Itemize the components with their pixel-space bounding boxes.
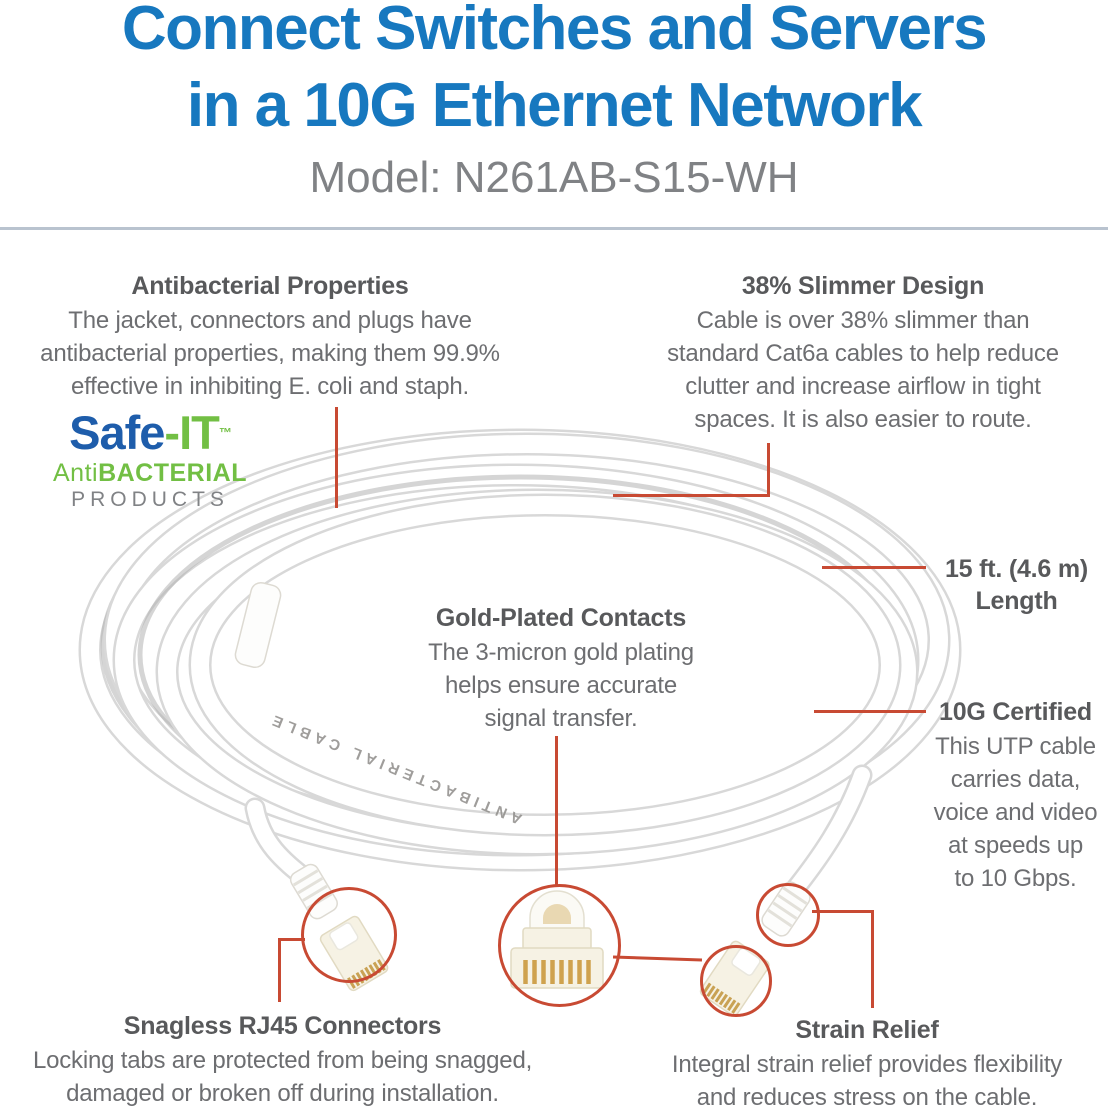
- feature-slimmer-line: spaces. It is also easier to route.: [694, 406, 1032, 433]
- callout-line-strain-vertical: [871, 910, 874, 1008]
- logo-products-line: PRODUCTS: [71, 488, 229, 511]
- callout-line-strain-horizontal: [812, 910, 874, 913]
- cable-wrap-band: [234, 581, 282, 669]
- feature-length-line: 15 ft. (4.6 m): [944, 555, 1089, 583]
- callout-line-snagless-vertical: [278, 938, 281, 1002]
- logo-text-bacterial: BACTERIAL: [98, 459, 248, 487]
- logo-text-anti: Anti: [52, 459, 99, 487]
- feature-length: 15 ft. (4.6 m) Length: [925, 553, 1108, 617]
- feature-strain-title: Strain Relief: [795, 1016, 939, 1044]
- feature-10g-line: voice and video: [933, 799, 1098, 826]
- safe-it-logo: Safe-IT™ AntiBACTERIAL PRODUCTS: [28, 408, 272, 512]
- page-title-line2: in a 10G Ethernet Network: [186, 71, 923, 140]
- feature-strain-relief: Strain Relief Integral strain relief pro…: [628, 1015, 1106, 1114]
- feature-gold-line: signal transfer.: [484, 705, 638, 732]
- page-title-line1: Connect Switches and Servers: [121, 0, 988, 63]
- feature-10g-certified: 10G Certified This UTP cable carries dat…: [923, 697, 1108, 895]
- callout-circle-center-connector: [498, 884, 621, 1007]
- logo-text-safe: Safe: [69, 406, 165, 459]
- callout-line-length: [822, 566, 926, 569]
- callout-circle-left-connector: [301, 887, 397, 983]
- feature-antibacterial-line: The jacket, connectors and plugs have: [68, 307, 472, 334]
- feature-snagless-line: Locking tabs are protected from being sn…: [32, 1047, 533, 1074]
- feature-gold-contacts: Gold-Plated Contacts The 3-micron gold p…: [396, 603, 726, 735]
- feature-10g-line: at speeds up: [947, 832, 1084, 859]
- feature-10g-line: carries data,: [950, 766, 1081, 793]
- feature-antibacterial-title: Antibacterial Properties: [131, 272, 409, 300]
- callout-line-antibacterial: [335, 407, 338, 508]
- feature-gold-line: helps ensure accurate: [445, 672, 677, 699]
- feature-slimmer-line: Cable is over 38% slimmer than: [696, 307, 1030, 334]
- header-divider: [0, 227, 1108, 230]
- callout-line-gold-contacts: [555, 736, 558, 886]
- feature-snagless-connectors: Snagless RJ45 Connectors Locking tabs ar…: [0, 1011, 565, 1110]
- callout-line-slimmer-vertical: [767, 443, 770, 496]
- feature-10g-title: 10G Certified: [938, 698, 1092, 726]
- feature-length-line: Length: [975, 587, 1058, 615]
- feature-slimmer-line: clutter and increase airflow in tight: [685, 373, 1041, 400]
- trademark-symbol: ™: [218, 425, 232, 440]
- callout-line-slimmer-horizontal: [613, 494, 770, 497]
- feature-antibacterial-line: effective in inhibiting E. coli and stap…: [70, 373, 470, 400]
- feature-gold-title: Gold-Plated Contacts: [435, 604, 687, 632]
- feature-10g-line: This UTP cable: [935, 733, 1096, 760]
- feature-strain-line: and reduces stress on the cable.: [696, 1084, 1038, 1111]
- callout-line-10g: [814, 710, 926, 713]
- feature-snagless-line: damaged or broken off during installatio…: [66, 1080, 499, 1107]
- callout-circle-strain-relief: [756, 883, 820, 947]
- cable-coil: [78, 428, 962, 872]
- callout-line-snagless-horizontal: [278, 938, 305, 941]
- feature-snagless-title: Snagless RJ45 Connectors: [123, 1012, 442, 1040]
- logo-antibacterial-line: AntiBACTERIAL: [28, 460, 272, 487]
- feature-gold-line: The 3-micron gold plating: [428, 639, 694, 666]
- feature-slimmer-line: standard Cat6a cables to help reduce: [667, 340, 1059, 367]
- feature-strain-line: Integral strain relief provides flexibil…: [671, 1051, 1063, 1078]
- feature-antibacterial-line: antibacterial properties, making them 99…: [40, 340, 500, 367]
- feature-10g-line: to 10 Gbps.: [954, 865, 1077, 892]
- model-number: Model: N261AB-S15-WH: [309, 153, 799, 202]
- page-title: Connect Switches and Servers in a 10G Et…: [0, 0, 1108, 144]
- cable-tail-right: [781, 764, 873, 904]
- logo-text-it: -IT: [164, 406, 219, 459]
- feature-slimmer-design: 38% Slimmer Design Cable is over 38% sli…: [628, 271, 1098, 436]
- callout-circle-right-connector-tip: [700, 945, 772, 1017]
- safe-it-wordmark: Safe-IT™: [28, 408, 272, 458]
- feature-slimmer-title: 38% Slimmer Design: [741, 272, 985, 300]
- feature-antibacterial: Antibacterial Properties The jacket, con…: [0, 271, 540, 403]
